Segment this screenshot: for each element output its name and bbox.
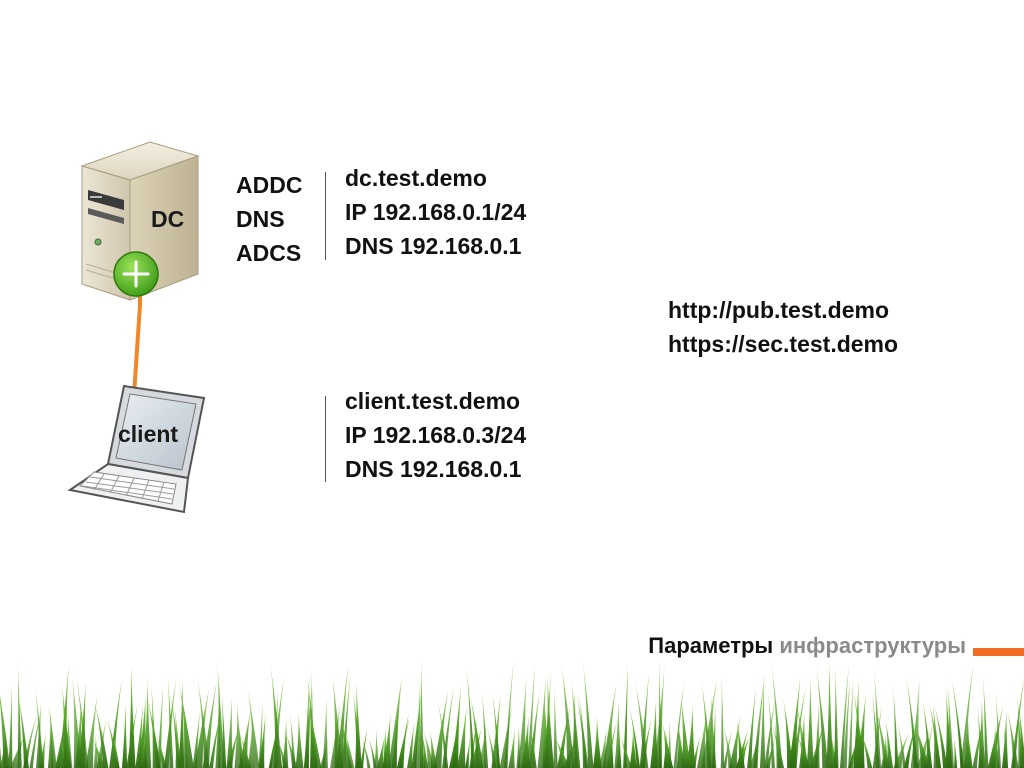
client-hostname: client.test.demo: [345, 388, 521, 414]
url-pub: http://pub.test.demo: [668, 297, 890, 323]
dc-divider: [325, 172, 326, 260]
dc-label: DC: [151, 206, 185, 232]
service-urls: http://pub.test.demo https://sec.test.de…: [668, 293, 898, 361]
server-icon: [80, 141, 200, 301]
grass-decoration: [0, 658, 1024, 768]
dc-role: ADDC: [236, 172, 303, 198]
client-details: client.test.demo IP 192.168.0.3/24 DNS 1…: [345, 384, 526, 486]
client-divider: [325, 396, 326, 482]
title-accent-bar: [973, 648, 1024, 656]
dc-dns: DNS 192.168.0.1: [345, 233, 522, 259]
client-dns: DNS 192.168.0.1: [345, 456, 522, 482]
dc-ip: IP 192.168.0.1/24: [345, 199, 527, 225]
slide-title-main: Параметры: [648, 633, 774, 658]
dc-roles: ADDC DNS ADCS: [236, 168, 302, 270]
laptop-icon: [67, 384, 206, 514]
dc-role: ADCS: [236, 240, 302, 266]
dc-hostname: dc.test.demo: [345, 165, 487, 191]
dc-details: dc.test.demo IP 192.168.0.1/24 DNS 192.1…: [345, 161, 526, 263]
slide-title-accent: инфраструктуры: [779, 633, 966, 658]
dc-role: DNS: [236, 206, 285, 232]
url-sec: https://sec.test.demo: [668, 331, 899, 357]
client-label: client: [118, 421, 179, 447]
slide-title: Параметры инфраструктуры: [648, 633, 966, 659]
client-ip: IP 192.168.0.3/24: [345, 422, 527, 448]
